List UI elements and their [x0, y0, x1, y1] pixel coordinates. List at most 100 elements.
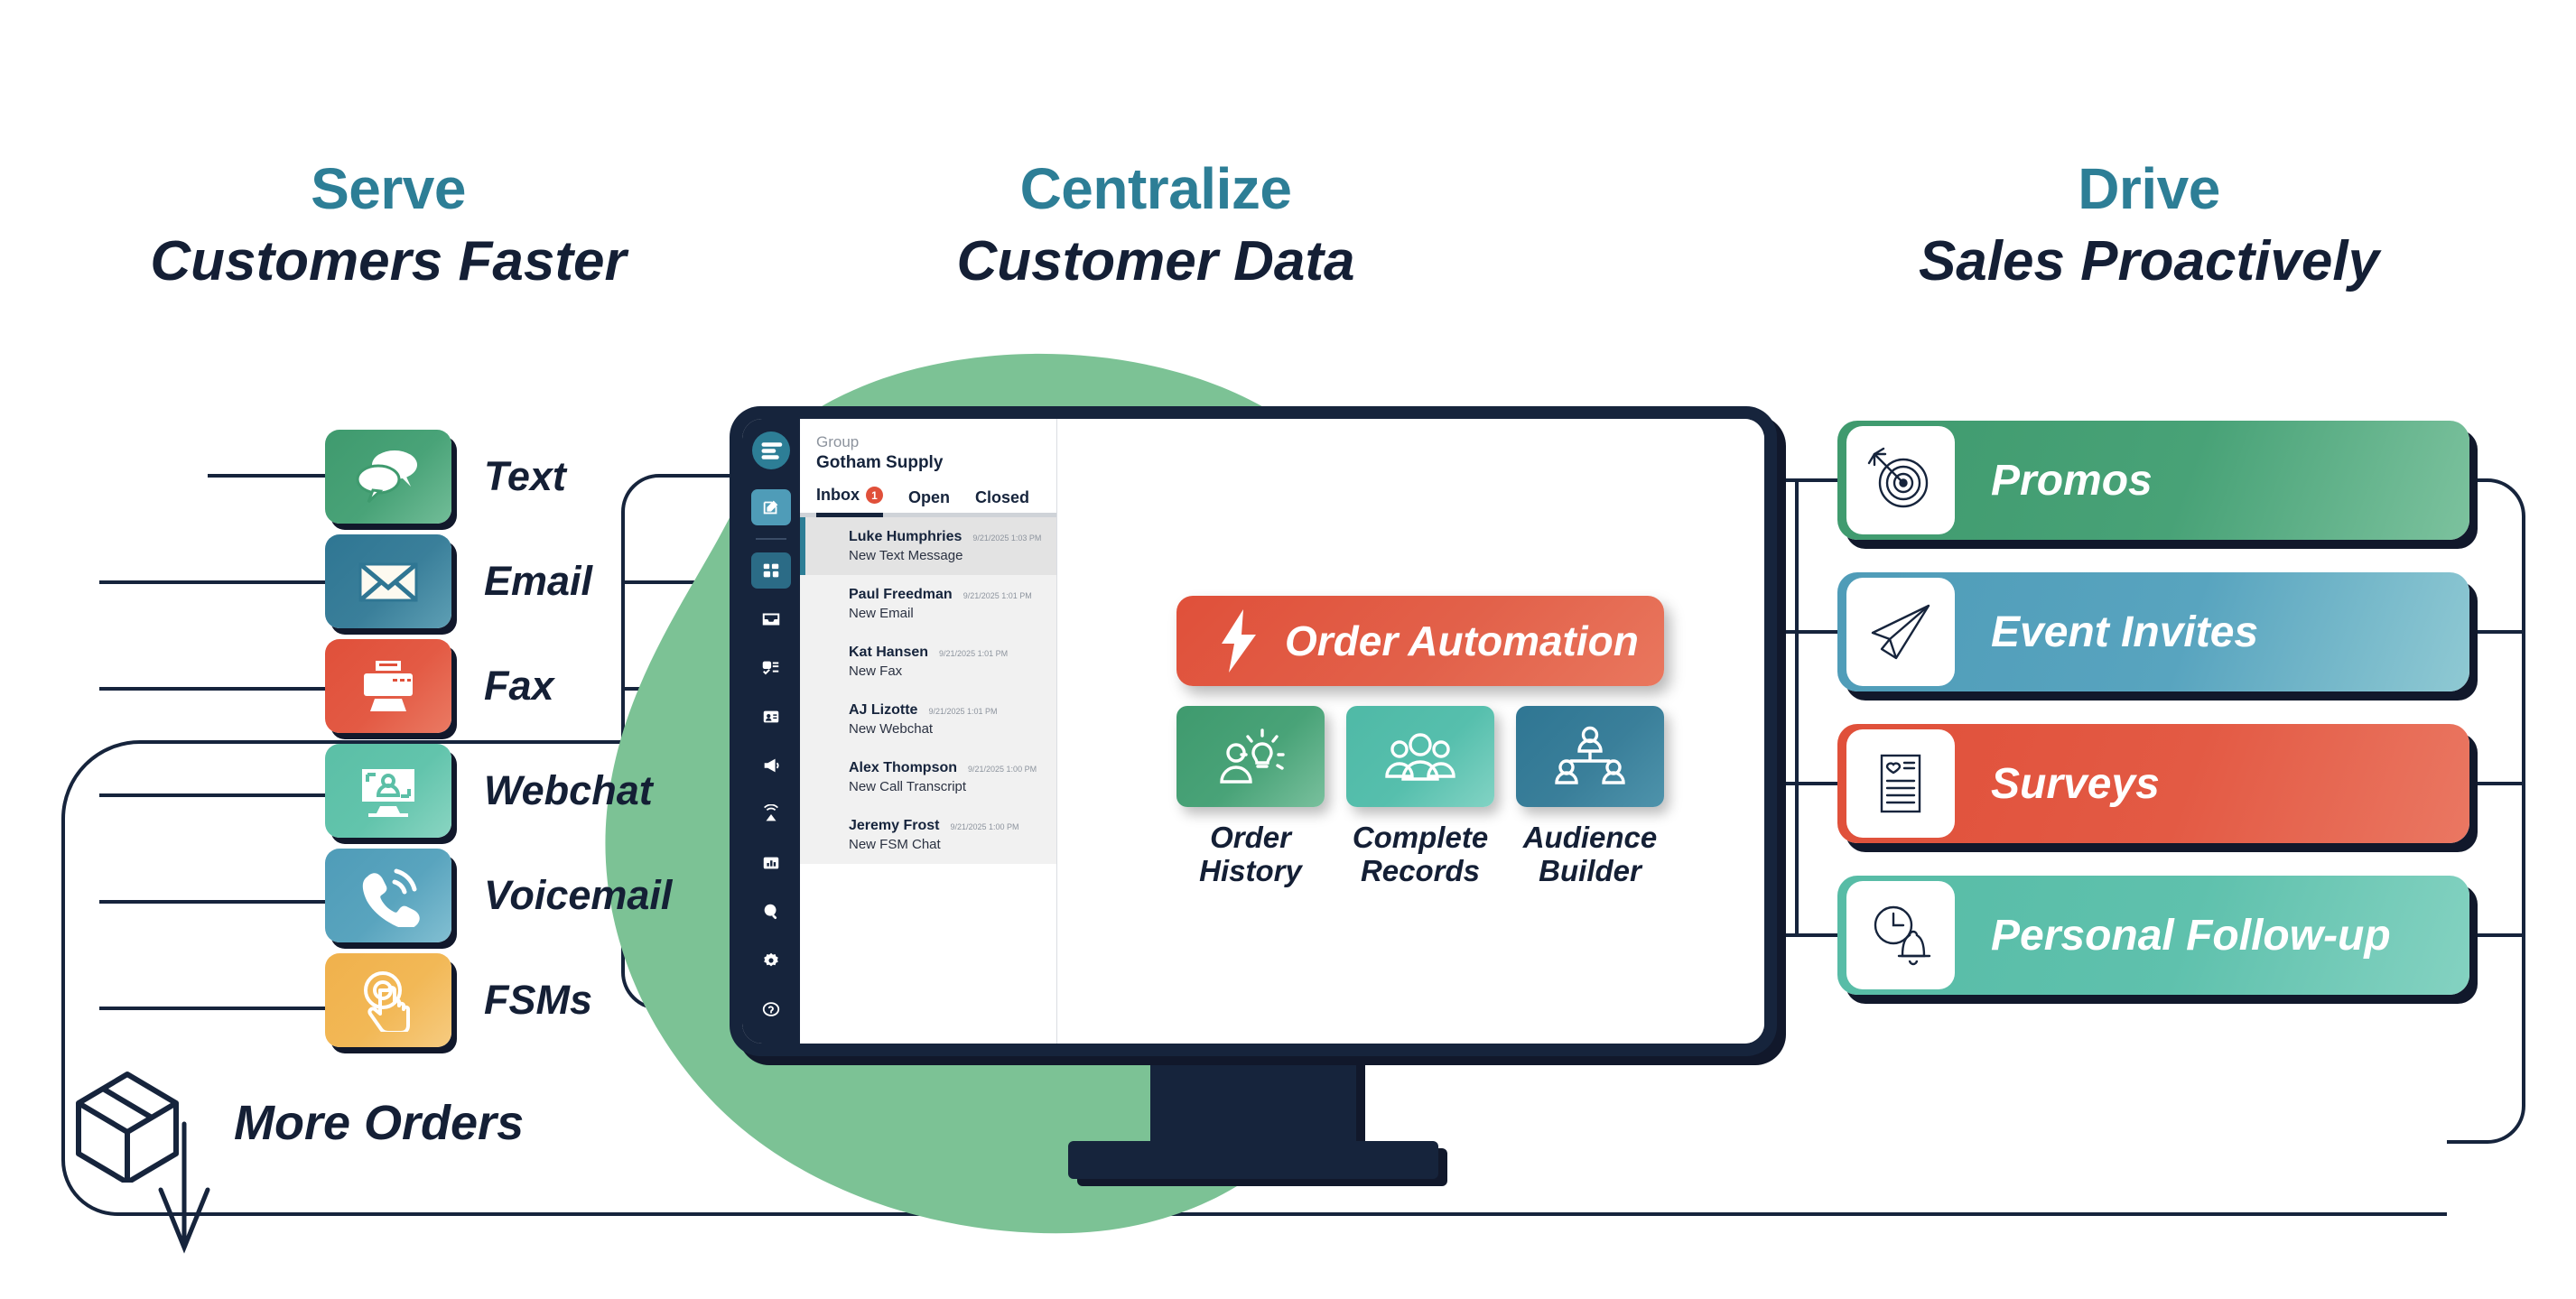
subhead-drive: Sales Proactively — [1918, 230, 2380, 293]
channel-row-fsms[interactable]: FSMs — [325, 948, 672, 1053]
package-box-icon — [76, 1072, 179, 1183]
tab-inbox-label: Inbox — [816, 486, 860, 505]
group-name: Gotham Supply — [816, 453, 944, 473]
tab-closed[interactable]: Closed — [975, 488, 1029, 515]
message-timestamp: 9/21/2025 1:01 PM — [928, 707, 998, 717]
rail-item-tasks[interactable] — [751, 650, 791, 686]
action-card-personal-follow-up[interactable]: Personal Follow-up — [1837, 876, 2469, 995]
webchat-monitor-icon — [362, 769, 414, 817]
inbox-message-row[interactable]: Alex Thompson 9/21/2025 1:00 PM New Call… — [800, 748, 1056, 806]
channel-label: Webchat — [484, 767, 653, 813]
more-orders-outcome: More Orders — [68, 1063, 524, 1183]
feature-tile[interactable] — [1516, 706, 1664, 807]
channel-row-email[interactable]: Email — [325, 529, 672, 634]
ringing-phone-icon — [362, 868, 420, 927]
message-timestamp: 9/21/2025 1:01 PM — [939, 649, 1009, 659]
paper-plane-icon — [1871, 604, 1930, 660]
target-arrow-icon — [1867, 447, 1929, 508]
person-lightbulb-icon — [1220, 728, 1285, 784]
action-label: Event Invites — [1991, 608, 2259, 656]
channel-row-fax[interactable]: Fax — [325, 634, 672, 738]
help-icon — [762, 1002, 780, 1016]
message-sender: Paul Freedman — [849, 587, 953, 603]
broadcast-icon — [764, 804, 778, 821]
order-automation-button[interactable]: Order Automation — [1176, 596, 1664, 686]
inbox-message-row[interactable]: Kat Hansen 9/21/2025 1:01 PM New Fax — [800, 633, 1056, 691]
action-card-surveys[interactable]: Surveys — [1837, 724, 2469, 843]
tab-closed-label: Closed — [975, 487, 1030, 506]
dashboard-icon — [763, 563, 779, 578]
inbox-tabs: Inbox 1 Open Closed — [800, 475, 1056, 518]
feature-audience-builder[interactable]: Audience Builder — [1516, 706, 1664, 888]
channel-tile-fsms[interactable] — [325, 953, 451, 1047]
action-card-promos[interactable]: Promos — [1837, 421, 2469, 540]
rail-item-dashboard[interactable] — [751, 552, 791, 589]
channel-label: Text — [484, 453, 566, 499]
tab-inbox[interactable]: Inbox 1 — [816, 486, 883, 518]
message-sender: Jeremy Frost — [849, 818, 940, 834]
feature-tile[interactable] — [1176, 706, 1325, 807]
channel-tile-email[interactable] — [325, 534, 451, 628]
rail-item-compose[interactable] — [751, 489, 791, 525]
inbox-message-list: Luke Humphries 9/21/2025 1:03 PM New Tex… — [800, 517, 1056, 865]
channel-tile-voicemail[interactable] — [325, 849, 451, 942]
feature-complete-records[interactable]: Complete Records — [1346, 706, 1494, 888]
feature-order-history[interactable]: Order History — [1176, 706, 1325, 888]
message-sender: AJ Lizotte — [849, 702, 918, 719]
rail-item-broadcast[interactable] — [751, 796, 791, 832]
channel-tile-fax[interactable] — [325, 639, 451, 733]
message-timestamp: 9/21/2025 1:03 PM — [972, 534, 1042, 543]
monitor: Group Gotham Supply Inbox 1 Open Closed — [730, 406, 1777, 1179]
feature-label-line1: Order — [1210, 821, 1291, 854]
rail-item-campaigns[interactable] — [751, 747, 791, 784]
inbox-message-row[interactable]: AJ Lizotte 9/21/2025 1:01 PM New Webchat — [800, 691, 1056, 748]
feature-label: Complete Records — [1346, 821, 1494, 888]
message-subject: New Email — [849, 606, 914, 622]
channel-tile-webchat[interactable] — [325, 744, 451, 838]
feature-label-line1: Audience — [1522, 821, 1658, 854]
channel-row-text[interactable]: Text — [325, 424, 672, 529]
kicker-drive: Drive — [2078, 156, 2220, 221]
message-subject: New FSM Chat — [849, 837, 941, 853]
rail-divider — [756, 538, 786, 540]
hamburger-logo-icon[interactable] — [752, 431, 790, 469]
feature-tiles-row: Order History — [1176, 706, 1664, 888]
message-timestamp: 9/21/2025 1:01 PM — [963, 591, 1032, 601]
app-main-content: Order Automation — [1057, 419, 1764, 1044]
rail-item-contacts[interactable] — [751, 699, 791, 735]
action-card-event-invites[interactable]: Event Invites — [1837, 572, 2469, 691]
feature-label-line2: Records — [1360, 853, 1481, 887]
channel-tile-text[interactable] — [325, 430, 451, 524]
feature-tile[interactable] — [1346, 706, 1494, 807]
action-label: Surveys — [1991, 759, 2160, 808]
action-label: Personal Follow-up — [1991, 911, 2391, 960]
action-icon-wrap — [1846, 729, 1955, 838]
channel-row-voicemail[interactable]: Voicemail — [325, 843, 672, 948]
survey-sheet-icon — [1880, 754, 1921, 813]
megaphone-icon — [764, 758, 779, 773]
column-heading-serve: Serve Customers Faster — [54, 158, 722, 292]
tab-open[interactable]: Open — [908, 488, 950, 515]
task-list-icon — [762, 661, 779, 675]
inbox-message-row[interactable]: Jeremy Frost 9/21/2025 1:00 PM New FSM C… — [800, 806, 1056, 864]
message-subject: New Fax — [849, 663, 903, 680]
channel-row-webchat[interactable]: Webchat — [325, 738, 672, 843]
column-heading-centralize: Centralize Customer Data — [813, 156, 1499, 292]
action-icon-wrap — [1846, 578, 1955, 686]
rail-item-help[interactable] — [751, 991, 791, 1027]
rail-item-settings[interactable] — [751, 942, 791, 979]
column-heading-drive: Drive Sales Proactively — [1770, 156, 2528, 293]
rail-item-reports[interactable] — [751, 845, 791, 881]
message-timestamp: 9/21/2025 1:00 PM — [968, 765, 1037, 775]
channel-list: Text Email — [325, 424, 672, 1053]
app-sidebar-rail — [742, 419, 800, 1044]
inbox-message-row[interactable]: Paul Freedman 9/21/2025 1:01 PM New Emai… — [800, 575, 1056, 633]
rail-item-inbox[interactable] — [751, 601, 791, 637]
inbox-empty-area — [800, 864, 1056, 1044]
kicker-centralize: Centralize — [1019, 156, 1292, 221]
inbox-unread-badge: 1 — [866, 487, 883, 505]
inbox-message-row[interactable]: Luke Humphries 9/21/2025 1:03 PM New Tex… — [800, 517, 1056, 576]
rail-item-search[interactable] — [751, 894, 791, 930]
monitor-screen: Group Gotham Supply Inbox 1 Open Closed — [742, 419, 1764, 1044]
action-card-list: Promos Event Invites Surv — [1837, 421, 2469, 1027]
